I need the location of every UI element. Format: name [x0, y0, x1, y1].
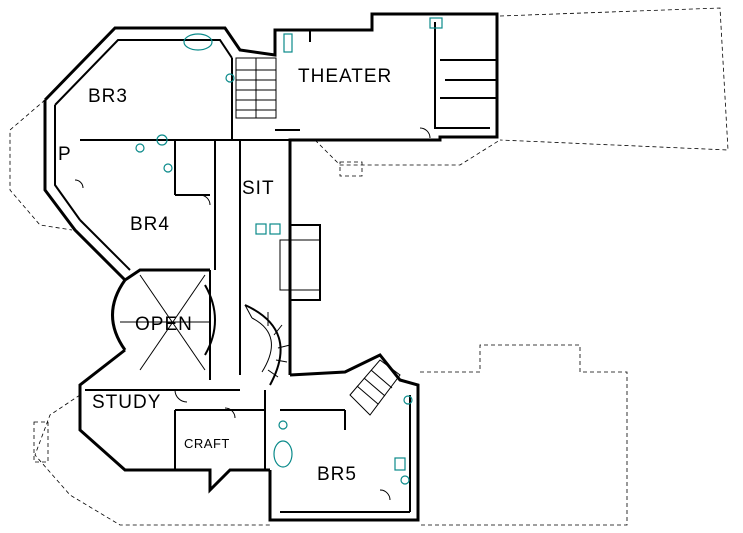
toilet-icon	[156, 134, 168, 146]
sink-icon	[400, 475, 410, 485]
sit-alcove	[279, 224, 321, 301]
closet-icon	[283, 33, 293, 53]
open-tower-ceiling	[120, 274, 216, 371]
room-label-open: OPEN	[135, 314, 193, 335]
room-label-study: STUDY	[92, 392, 161, 413]
pantry-door	[74, 179, 84, 189]
theater-door	[419, 127, 431, 139]
study-door	[174, 389, 188, 403]
interior-walls	[54, 22, 497, 513]
ac-unit-icon	[403, 395, 413, 405]
room-label-br4: BR4	[130, 214, 170, 235]
room-label-theater: THEATER	[298, 66, 392, 87]
room-label-sit: SIT	[242, 178, 275, 199]
water-heater-icon	[394, 457, 406, 471]
room-label-br5: BR5	[317, 464, 357, 485]
tub-icon	[273, 440, 293, 468]
craft-door	[224, 407, 236, 419]
toilet-icon	[278, 420, 288, 430]
roof-outline-west	[9, 99, 270, 526]
room-labels: BR3 P THEATER SIT BR4 OPEN STUDY CRAFT B…	[58, 66, 392, 485]
doors	[74, 127, 431, 501]
room-label-br3: BR3	[88, 86, 128, 107]
roof-outline-east	[314, 7, 729, 526]
washer-icon	[255, 223, 267, 235]
sink-icon	[225, 73, 235, 83]
bath-fixtures	[135, 17, 443, 485]
br4-door	[199, 194, 211, 206]
ac-unit-icon	[429, 17, 443, 29]
dryer-icon	[269, 223, 281, 235]
stair-spiral	[244, 304, 291, 386]
sink-icon	[135, 143, 145, 153]
br5-door	[379, 489, 391, 501]
tub-icon	[183, 33, 213, 51]
room-label-pantry: P	[58, 144, 72, 165]
room-label-craft: CRAFT	[184, 436, 230, 451]
exterior-walls	[43, 12, 499, 522]
sink-icon	[163, 163, 173, 173]
stair-br5	[349, 359, 401, 416]
stair-north	[235, 57, 277, 119]
